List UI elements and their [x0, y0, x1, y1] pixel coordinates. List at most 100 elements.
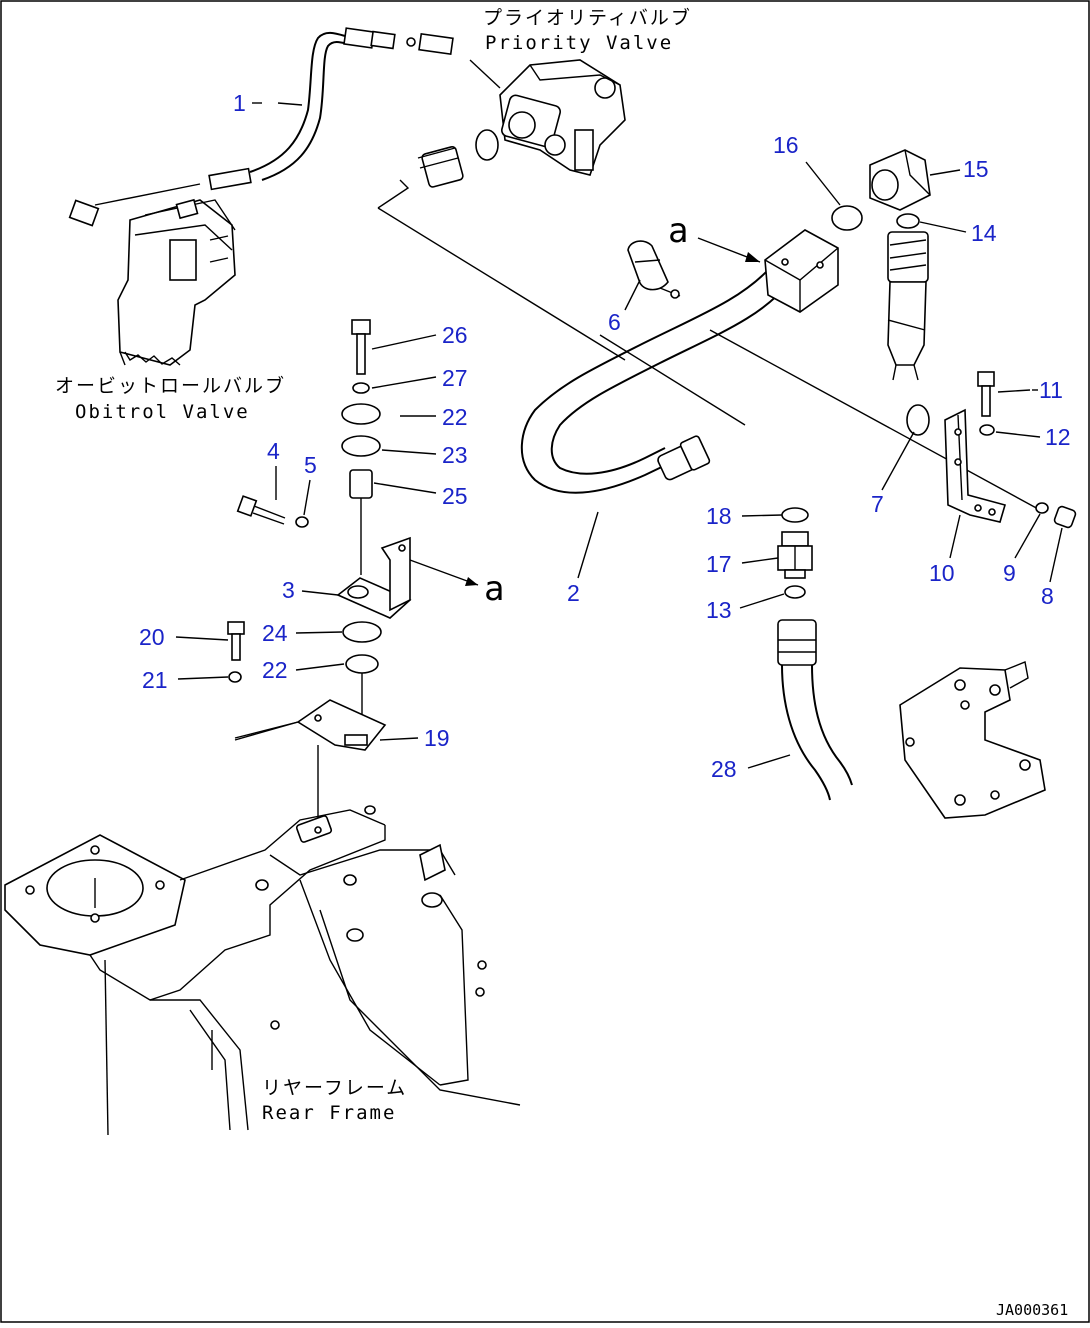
- callout-number: 25: [442, 483, 468, 509]
- obitrol-valve-label-en: Obitrol Valve: [75, 401, 250, 423]
- callout-17: 17: [706, 551, 779, 577]
- callout-22-bottom: 22: [262, 657, 345, 683]
- rear-frame-drawing: [4, 805, 521, 1136]
- callout-7: 7: [871, 431, 915, 517]
- cushion-part-24: [342, 621, 382, 643]
- callout-8: 8: [1041, 527, 1063, 609]
- priority-valve-label-en: Priority Valve: [485, 32, 673, 54]
- callout-number: 26: [442, 322, 468, 348]
- clamp-part-7: [906, 404, 930, 436]
- callout-11: 11: [997, 377, 1063, 403]
- callout-number: 2: [567, 580, 580, 606]
- callout-number: 5: [304, 452, 317, 478]
- o-ring-part-13: [784, 585, 806, 599]
- callout-24: 24: [262, 620, 343, 646]
- reference-a-mid: a: [484, 569, 504, 609]
- leader-lines: [377, 207, 1041, 511]
- reference-a-top: a: [668, 211, 688, 251]
- callout-6: 6: [608, 279, 641, 335]
- callout-18: 18: [706, 503, 783, 529]
- priority-valve-drawing: [377, 59, 626, 209]
- callout-4: 4: [267, 438, 280, 500]
- callout-number: 28: [711, 756, 737, 782]
- connector-part-17: [777, 531, 813, 579]
- callout-number: 9: [1003, 560, 1016, 586]
- drawing-code: JA000361: [996, 1301, 1068, 1319]
- o-ring-part-14: [896, 213, 920, 229]
- callout-number: 4: [267, 438, 280, 464]
- callout-21: 21: [142, 667, 229, 693]
- nut-part-8: [1053, 505, 1077, 529]
- callout-number: 17: [706, 551, 732, 577]
- washer-part-9: [1035, 502, 1049, 514]
- callout-number: 20: [139, 624, 165, 650]
- rear-frame-label-jp: リヤーフレーム: [262, 1077, 407, 1099]
- callout-22-top: 22: [400, 404, 468, 430]
- callout-14: 14: [919, 220, 997, 246]
- callout-number: 16: [773, 132, 799, 158]
- callout-20: 20: [139, 624, 229, 650]
- callout-23: 23: [381, 442, 468, 468]
- washer-part-22-bottom: [345, 654, 379, 674]
- washer-part-21: [228, 671, 242, 683]
- collar-part-25: [349, 469, 373, 499]
- washer-part-5: [295, 516, 309, 528]
- callout-16: 16: [773, 132, 841, 206]
- callout-27: 27: [371, 365, 468, 391]
- callout-number: 11: [1039, 377, 1063, 403]
- callout-number: 23: [442, 442, 468, 468]
- steel-pipe-part-2: [520, 229, 839, 494]
- callout-26: 26: [371, 322, 468, 350]
- hose-part-28: [777, 619, 853, 801]
- callout-1: 1: [233, 90, 303, 116]
- callout-3: 3: [282, 577, 339, 603]
- priority-valve-label-jp: プライオリティバルブ: [483, 6, 692, 29]
- callout-19: 19: [379, 725, 450, 751]
- callout-number: 18: [706, 503, 732, 529]
- callout-number: 19: [424, 725, 450, 751]
- callout-number: 12: [1045, 424, 1071, 450]
- bracket-part-3: [336, 536, 412, 619]
- callout-number: 13: [706, 597, 732, 623]
- clamp-part-6: [627, 240, 681, 299]
- hose-end-right: [887, 231, 929, 381]
- washer-part-12: [979, 424, 995, 436]
- washer-part-27: [352, 382, 370, 394]
- mounting-plate: [899, 661, 1046, 819]
- obitrol-valve-label-jp: オービットロールバルブ: [55, 374, 286, 397]
- callout-number: 22: [262, 657, 288, 683]
- cushion-part-23: [341, 435, 381, 457]
- bolt-part-4: [236, 495, 286, 525]
- callout-2: 2: [567, 511, 599, 606]
- callout-9: 9: [1003, 513, 1041, 586]
- callout-number: 24: [262, 620, 288, 646]
- callout-number: 27: [442, 365, 468, 391]
- callout-number: 7: [871, 491, 884, 517]
- plate-part-19: [296, 699, 387, 751]
- washer-part-22-top: [341, 403, 381, 425]
- callout-10: 10: [929, 514, 961, 586]
- callout-5: 5: [303, 452, 317, 516]
- bolt-part-11: [977, 371, 995, 417]
- o-ring-part-16: [831, 205, 863, 231]
- callout-number: 3: [282, 577, 295, 603]
- callout-number: 21: [142, 667, 168, 693]
- elbow-part-15: [869, 149, 931, 211]
- callout-number: 14: [971, 220, 997, 246]
- bolt-part-26: [351, 319, 371, 375]
- bracket-part-10: [944, 408, 1006, 523]
- rear-frame-label-en: Rear Frame: [262, 1102, 396, 1124]
- callout-13: 13: [706, 593, 785, 623]
- callout-number: 10: [929, 560, 955, 586]
- callout-number: 6: [608, 309, 621, 335]
- callout-number: 1: [233, 90, 246, 116]
- bolt-part-20: [227, 621, 245, 661]
- callout-15: 15: [929, 156, 989, 182]
- callout-12: 12: [995, 424, 1071, 450]
- hose-part-1: [68, 27, 454, 227]
- o-ring-part-18: [781, 507, 809, 523]
- callout-25: 25: [373, 482, 468, 509]
